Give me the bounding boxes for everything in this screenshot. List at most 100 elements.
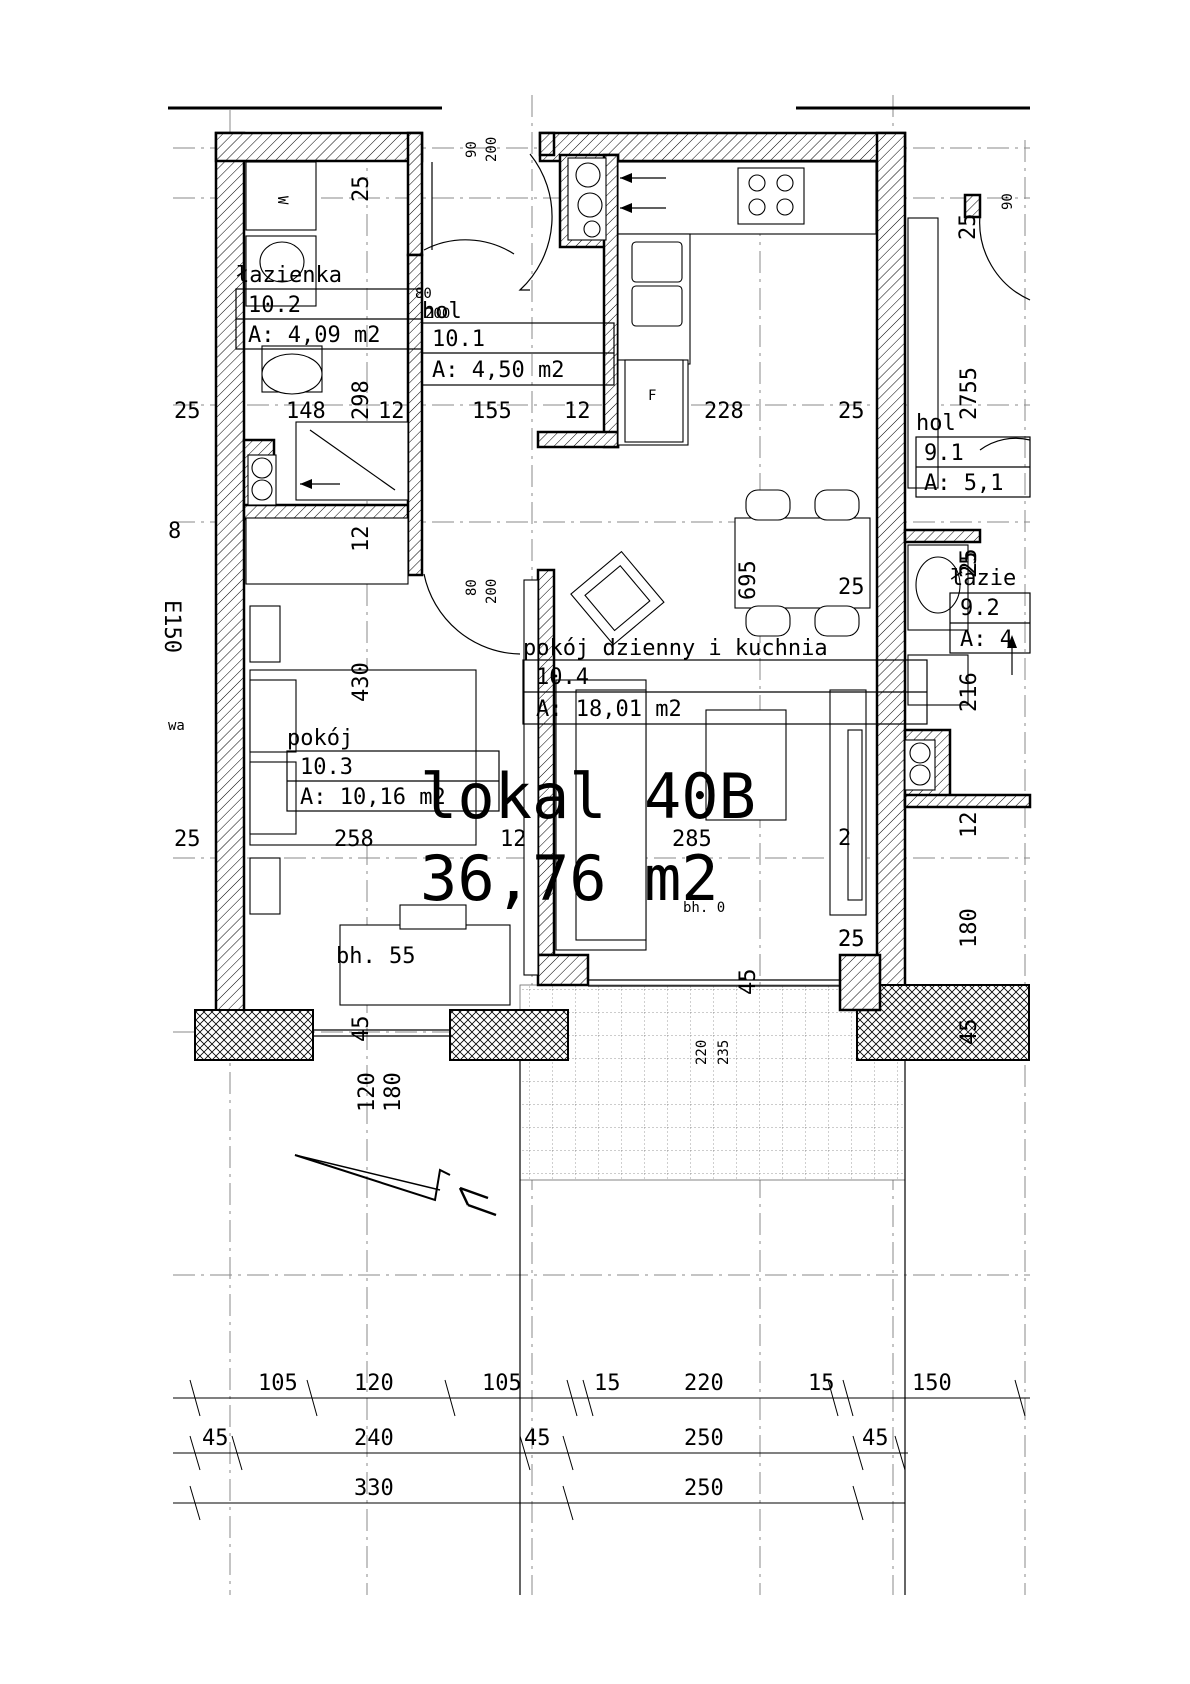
svg-text:155: 155 (472, 399, 512, 424)
north-arrow-icon (294, 1154, 497, 1217)
svg-text:258: 258 (334, 827, 374, 852)
svg-text:pokój dzienny i kuchnia: pokój dzienny i kuchnia (523, 636, 828, 661)
svg-text:298: 298 (349, 380, 374, 420)
svg-text:25: 25 (349, 176, 374, 203)
room-label-pokoj: pokój 10.3 A: 10,16 m2 (287, 726, 446, 810)
svg-text:15: 15 (808, 1371, 835, 1396)
svg-text:łazienka: łazienka (236, 263, 342, 288)
svg-text:12: 12 (378, 399, 405, 424)
svg-text:12: 12 (957, 812, 982, 839)
room-label-lazienka-9-2: łazie 9.2 A: 4 (950, 566, 1016, 652)
svg-text:240: 240 (354, 1426, 394, 1451)
svg-text:10.3: 10.3 (300, 755, 353, 780)
dim-vertical: 25 298 12 430 45 120 180 695 25 25 25 45… (349, 176, 982, 1113)
svg-text:9.2: 9.2 (960, 596, 1000, 621)
svg-text:12: 12 (500, 827, 527, 852)
svg-text:2: 2 (838, 826, 851, 851)
svg-text:hol: hol (916, 411, 956, 436)
svg-text:25: 25 (838, 575, 865, 600)
svg-text:235: 235 (716, 1040, 732, 1065)
svg-text:A: 5,1: A: 5,1 (924, 471, 1003, 496)
room-label-boxes (235, 288, 1031, 812)
svg-text:285: 285 (672, 827, 712, 852)
svg-text:10.1: 10.1 (432, 327, 485, 352)
svg-text:25: 25 (957, 549, 982, 576)
bh-room-note: bh. 55 (336, 944, 415, 969)
svg-text:hol: hol (422, 299, 462, 324)
svg-text:15: 15 (594, 1371, 621, 1396)
svg-text:80: 80 (464, 579, 480, 596)
svg-text:25: 25 (956, 214, 981, 241)
edge-label-a: 8 (168, 519, 181, 544)
svg-text:120: 120 (355, 1072, 380, 1112)
svg-text:228: 228 (704, 399, 744, 424)
svg-text:łazie: łazie (950, 566, 1016, 591)
doors (423, 153, 1031, 655)
unit-name: lokal 40B (420, 760, 756, 833)
fridge-label: F (648, 388, 656, 404)
svg-text:25: 25 (957, 552, 982, 579)
svg-text:150: 150 (912, 1371, 952, 1396)
svg-text:216: 216 (957, 672, 982, 712)
unit-area: 36,76 m2 (420, 842, 719, 915)
svg-text:220: 220 (694, 1040, 710, 1065)
dim-row-1: 25 148 12 155 12 228 25 (174, 399, 865, 424)
dim-row-2: 25 258 12 285 25 (174, 827, 865, 952)
svg-text:80: 80 (415, 286, 432, 302)
svg-text:A: 18,01 m2: A: 18,01 m2 (536, 697, 682, 722)
svg-text:180: 180 (381, 1072, 406, 1112)
svg-text:pokój: pokój (287, 726, 353, 751)
dim-chain-bottom: 105 120 105 15 220 15 150 45 240 45 250 … (173, 1371, 1030, 1521)
svg-text:45: 45 (524, 1426, 551, 1451)
svg-text:105: 105 (482, 1371, 522, 1396)
svg-text:148: 148 (286, 399, 326, 424)
svg-text:120: 120 (354, 1371, 394, 1396)
svg-text:A: 10,16 m2: A: 10,16 m2 (300, 785, 446, 810)
svg-text:A: 4: A: 4 (960, 627, 1013, 652)
svg-text:12: 12 (349, 526, 374, 553)
svg-text:25: 25 (838, 399, 865, 424)
svg-text:180: 180 (957, 908, 982, 948)
svg-text:330: 330 (354, 1476, 394, 1501)
svg-text:2755: 2755 (957, 367, 982, 420)
svg-text:220: 220 (684, 1371, 724, 1396)
svg-text:25: 25 (838, 927, 865, 952)
svg-text:A: 4,09 m2: A: 4,09 m2 (248, 323, 380, 348)
room-label-hol: hol 10.1 A: 4,50 m2 (422, 299, 564, 383)
svg-text:695: 695 (736, 560, 761, 600)
fixtures (245, 157, 969, 1006)
svg-text:9.1: 9.1 (924, 441, 964, 466)
svg-text:10.4: 10.4 (536, 665, 589, 690)
door-dims: 90 200 80 200 80 200 90 (415, 137, 1016, 604)
edge-label-b: E150 (159, 600, 184, 653)
svg-text:45: 45 (957, 1019, 982, 1046)
balcony-area (519, 984, 906, 1181)
svg-text:430: 430 (349, 662, 374, 702)
windows (313, 579, 840, 1037)
svg-text:45: 45 (736, 969, 761, 996)
svg-text:200: 200 (484, 579, 500, 604)
svg-text:250: 250 (684, 1426, 724, 1451)
svg-text:200: 200 (425, 306, 450, 322)
svg-text:105: 105 (258, 1371, 298, 1396)
svg-text:250: 250 (684, 1476, 724, 1501)
svg-text:45: 45 (202, 1426, 229, 1451)
svg-text:45: 45 (349, 1016, 374, 1043)
svg-text:25: 25 (174, 827, 201, 852)
washer-label: W (274, 196, 290, 205)
room-label-living-kitchen: pokój dzienny i kuchnia 10.4 A: 18,01 m2 (523, 636, 828, 722)
svg-text:200: 200 (484, 137, 500, 162)
svg-text:45: 45 (862, 1426, 889, 1451)
svg-text:25: 25 (838, 927, 865, 952)
svg-text:12: 12 (564, 399, 591, 424)
room-label-lazienka: łazienka 10.2 A: 4,09 m2 (236, 263, 380, 348)
room-label-hol-9-1: hol 9.1 A: 5,1 (916, 411, 1003, 496)
svg-text:90: 90 (464, 141, 480, 158)
svg-text:25: 25 (174, 399, 201, 424)
vent-arrows (300, 173, 1017, 675)
svg-text:90: 90 (1000, 193, 1016, 210)
svg-text:A: 4,50 m2: A: 4,50 m2 (432, 358, 564, 383)
bh-living-note: bh. 0 (683, 900, 725, 916)
edge-label-c: wa (168, 718, 185, 734)
